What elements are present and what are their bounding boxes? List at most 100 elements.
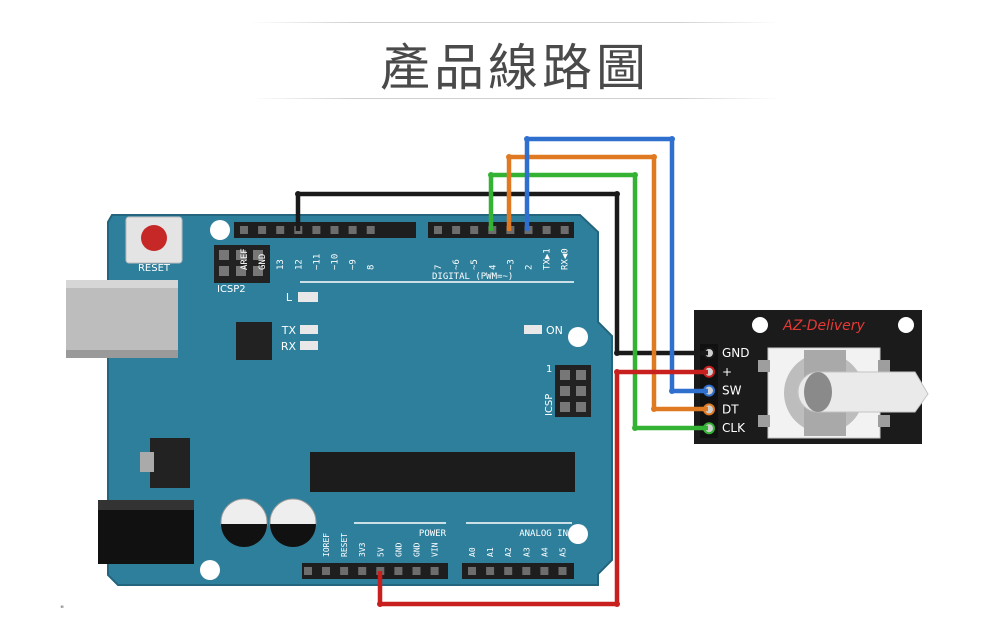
analog-pin [522,567,531,575]
capacitor [220,498,268,547]
power-pin-label: 3V3 [358,542,367,557]
digital-pin [348,226,357,234]
led-tx-label: TX [281,324,297,337]
arduino-uno-board: RESET ICSP2 L TX RX ON [66,214,613,586]
power-pin [412,567,421,575]
digital-pin-label: AREF [240,248,250,270]
analog-pin [558,567,567,575]
icsp-header [555,365,591,417]
digital-pin-label: 2 [525,265,535,270]
analog-pin-labels: A0 A1 A2 A3 A4 A5 [468,547,568,557]
analog-pin [540,567,549,575]
digital-pin [330,226,339,234]
led-l-label: L [286,291,293,304]
digital-pin-label: GND [258,254,268,270]
encoder-brand: AZ-Delivery [782,318,865,334]
analog-header [462,563,574,579]
digital-pin-label: TX▶1 [543,248,553,270]
power-pin-label: GND [394,542,403,557]
power-pin [358,567,367,575]
led-rx-label: RX [281,340,297,353]
power-pin-labels: IOREF RESET 3V3 5V GND GND VIN [322,533,440,557]
digital-pin [470,226,479,234]
encoder-pin-label: GND [722,346,750,360]
digital-pin-label: ~11 [312,254,322,270]
power-pin [322,567,330,575]
icsp-pin1-label: 1 [546,364,552,375]
digital-pin-label: RX◀0 [561,248,571,270]
led-on-label: ON [546,324,563,337]
encoder-pin-label: SW [722,384,742,398]
encoder-pin-label: + [722,365,732,379]
digital-pin-label: ~10 [331,254,341,270]
digital-pin-labels: AREF GND 13 12 ~11 ~10 ~9 8 7 ~6 ~5 4 ~3 2 TX▶1 RX◀0 [240,248,571,270]
reset-label: RESET [138,263,171,274]
power-pin [304,567,312,575]
analog-pin-label: A3 [522,547,531,557]
digital-pin [434,226,442,234]
footnote-mark: " [60,605,64,615]
analog-pins [468,567,567,575]
analog-pin-label: A4 [540,547,549,557]
digital-pin [560,226,569,234]
digital-pin-label: ~3 [506,259,516,270]
digital-pin-label: ~9 [349,259,359,270]
reset-button-cap [141,225,167,251]
analog-pin-label: A0 [468,547,477,557]
led-on [524,325,542,334]
power-label: POWER [419,529,447,539]
digital-pin [258,226,267,234]
mount-hole [752,317,768,333]
power-pin-label: VIN [431,542,440,557]
power-pin [430,567,439,575]
digital-pin-label: 8 [367,265,377,270]
digital-pin [240,226,248,234]
power-pin [394,567,403,575]
analog-pin-label: A5 [559,547,568,557]
analog-pin-label: A1 [486,547,495,557]
mount-hole [898,317,914,333]
digital-pin [542,226,551,234]
digital-pin-label: 12 [294,259,304,270]
atmega-chip [310,452,575,492]
analog-label: ANALOG IN [519,529,568,539]
page-title: 產品線路圖 [380,39,650,97]
digital-pin-label: 4 [488,265,498,270]
analog-pin [486,567,495,575]
power-pin-label: RESET [340,533,349,557]
analog-pin-label: A2 [504,547,513,557]
led-l [298,292,318,302]
power-pin-label: 5V [376,547,385,557]
digital-header-right [428,222,574,238]
encoder-pin-label: DT [722,402,739,416]
title-top-rule [250,22,780,23]
icsp2-label: ICSP2 [217,284,246,295]
usb-connector [66,280,178,358]
analog-pin [504,567,513,575]
icsp2-header [214,245,270,283]
analog-pin [468,567,476,575]
led-tx [300,325,318,334]
wire-joints [295,136,675,607]
led-rx [300,341,318,350]
rotary-encoder-module: AZ-Delivery GND + SW DT CLK [694,310,929,444]
digital-pin [366,226,375,234]
icsp-label: ICSP [544,394,555,416]
digital-pin-label: ~6 [452,259,462,270]
voltage-regulator [150,438,190,488]
digital-pin-label: ~5 [470,259,480,270]
mount-hole [200,560,220,580]
digital-pin-label: 7 [434,265,444,270]
title-bottom-rule [250,98,780,99]
power-pin-label: IOREF [322,533,331,557]
title-block: 產品線路圖 [250,18,780,100]
mount-hole [568,327,588,347]
power-pin-label: GND [413,542,422,557]
digital-pin-label: 13 [276,259,286,270]
dc-jack [98,500,194,564]
encoder-pin-label: CLK [722,421,746,435]
digital-pin [312,226,321,234]
digital-label: DIGITAL (PWM=~) [432,272,513,282]
capacitor [269,498,317,547]
power-header [302,563,448,579]
